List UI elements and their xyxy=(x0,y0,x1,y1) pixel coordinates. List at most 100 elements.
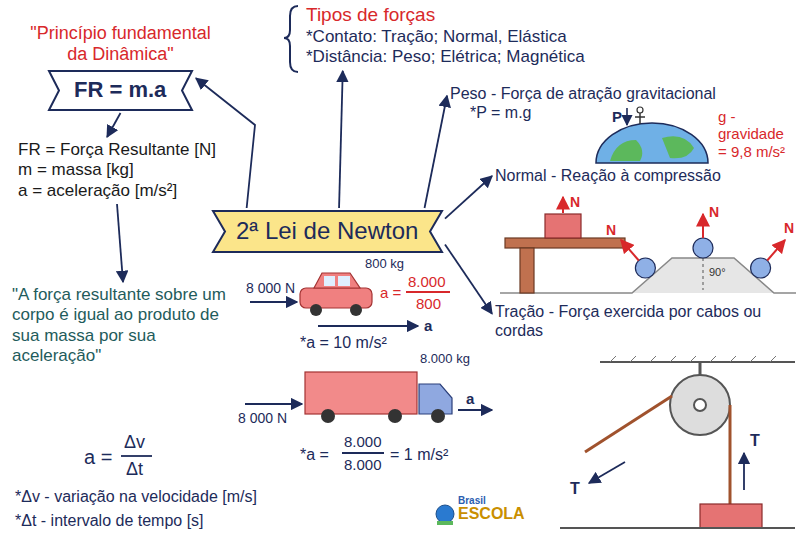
ball xyxy=(751,258,771,278)
force-label: 8 000 N xyxy=(246,280,295,296)
vector-label: N xyxy=(784,220,794,236)
vector-label: T xyxy=(570,480,580,498)
mass-label: 8.000 kg xyxy=(420,352,470,367)
curly-brace xyxy=(284,6,298,72)
vector-label: N xyxy=(606,222,616,238)
fraction-denominator: 8.000 xyxy=(344,456,382,473)
node-text: m = massa [kg] xyxy=(18,160,216,180)
rope xyxy=(729,405,732,504)
fraction-denominator: Δt xyxy=(126,459,143,480)
person-body xyxy=(639,113,641,124)
logo-book xyxy=(437,521,453,525)
fraction-bar xyxy=(406,291,450,293)
table-leg xyxy=(520,248,534,293)
definition-note: *Δt - intervalo de tempo [s] xyxy=(15,512,204,530)
force-label: 8 000 N xyxy=(238,410,287,426)
node-text: Tração - Força exercida por cabos ou cor… xyxy=(495,302,785,340)
vector-label: a xyxy=(466,390,474,407)
connector-arrow xyxy=(425,96,447,208)
wheel xyxy=(431,409,445,423)
pulley xyxy=(670,375,730,435)
central-banner: 2ª Lei de Newton xyxy=(212,210,443,253)
logo-globe xyxy=(436,505,454,523)
pulley-axle xyxy=(694,399,706,411)
wheel xyxy=(350,304,362,316)
vector-label: T xyxy=(750,432,760,450)
formula-part: a = xyxy=(380,284,401,301)
watermark: Brasil xyxy=(458,495,486,507)
gravity-note: g - gravidade = 9,8 m/s² xyxy=(718,108,796,160)
weight-vector xyxy=(626,108,628,125)
vector-label: P xyxy=(612,108,622,125)
ribbon-outline xyxy=(213,211,442,252)
ribbon-outline xyxy=(49,71,192,110)
node-text: *P = m.g xyxy=(450,103,716,122)
node-text: FR = Força Resultante [N] xyxy=(18,140,216,160)
floor xyxy=(560,527,795,529)
definition-list: FR = Força Resultante [N]m = massa [kg]a… xyxy=(18,140,216,202)
acceleration-vector xyxy=(458,409,492,411)
normal-note: Normal - Reação à compressão xyxy=(495,166,721,186)
hill-track xyxy=(600,258,796,293)
connector-arrow xyxy=(107,113,120,137)
node-text: Peso - Força de atração gravitacional xyxy=(450,84,716,103)
tension-vector xyxy=(743,453,745,490)
formula-part: = 1 m/s² xyxy=(390,446,448,464)
car-body xyxy=(300,288,372,308)
formula-ribbon: "Princípio fundamental da Dinâmica"FR = … xyxy=(48,70,193,111)
acceleration-vector xyxy=(318,325,418,327)
connector-arrow xyxy=(117,204,123,282)
fraction-numerator: 8.000 xyxy=(344,433,382,450)
wheel xyxy=(321,409,335,423)
watermark: ESCOLA xyxy=(458,505,525,523)
person-arms xyxy=(635,116,645,118)
rope xyxy=(585,396,672,452)
node-text: Tipos de forças xyxy=(306,4,585,27)
continent xyxy=(610,140,642,161)
fraction-numerator: Δv xyxy=(124,432,145,453)
node-text: *Distância: Peso; Elétrica; Magnética xyxy=(306,47,585,67)
fraction-numerator: 8.000 xyxy=(408,273,446,290)
vector-label: a xyxy=(424,317,432,334)
ball xyxy=(635,258,655,278)
car-window xyxy=(324,276,335,286)
tension-vector xyxy=(589,462,625,483)
normal-vector xyxy=(702,214,704,238)
weight-note: Peso - Força de atração gravitacional*P … xyxy=(450,84,716,123)
node-text: 2ª Lei de Newton xyxy=(236,217,419,246)
tension-note: Tração - Força exercida por cabos ou cor… xyxy=(495,302,785,341)
node-text: *Contato: Tração; Normal, Elástica xyxy=(306,27,585,47)
hanging-block xyxy=(700,504,762,528)
connector-arrow xyxy=(339,71,343,208)
fraction-denominator: 800 xyxy=(416,295,441,312)
continent xyxy=(662,136,694,158)
vector-label: N xyxy=(570,194,580,210)
formula-part: *a = xyxy=(300,446,329,464)
angle-label: 90° xyxy=(709,266,726,279)
node-text: Normal - Reação à compressão xyxy=(495,166,721,185)
force-types: Tipos de forças*Contato: Tração; Normal,… xyxy=(300,4,585,68)
person-head xyxy=(637,107,643,113)
normal-vector xyxy=(621,240,639,261)
law-statement: "A força resultante sobre um corpo é igu… xyxy=(12,285,234,367)
car-cabin xyxy=(314,273,360,288)
formula-part: a = xyxy=(84,446,112,469)
definition-note: *Δv - variação na velocidade [m/s] xyxy=(15,488,257,506)
ground-line xyxy=(500,292,600,294)
block xyxy=(545,214,581,238)
vector-label: N xyxy=(709,204,719,220)
fraction-bar xyxy=(342,452,384,454)
ceiling-hatch xyxy=(610,356,776,362)
fraction-bar xyxy=(121,455,152,457)
ceiling xyxy=(600,361,795,363)
formula: FR = m.a xyxy=(74,77,167,103)
force-vector xyxy=(250,301,297,303)
table-top xyxy=(505,238,625,248)
normal-vector xyxy=(562,197,564,213)
perpendicular-line xyxy=(703,258,704,290)
ball xyxy=(693,238,713,258)
node-text: a = aceleração [m/s²] xyxy=(18,181,216,201)
earth-globe xyxy=(596,123,708,163)
